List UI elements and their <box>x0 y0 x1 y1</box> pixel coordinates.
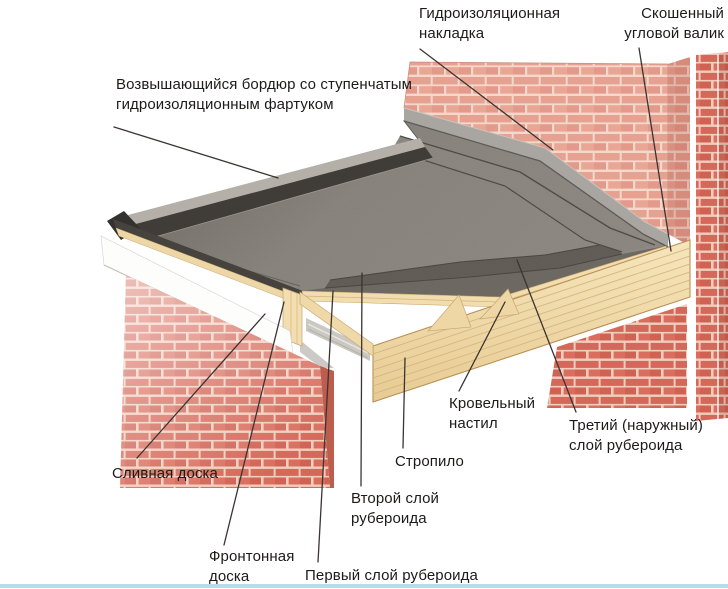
label-raised-border: Возвышающийся бордюр со ступенчатым гидр… <box>116 76 413 113</box>
leader-felt-layer-1 <box>317 290 334 563</box>
leader-raised-border <box>113 126 279 179</box>
leader-corner-fillet <box>638 47 672 252</box>
label-felt-layer-1: Первый слой рубероида <box>305 567 478 584</box>
fillet-seam-lower <box>391 149 623 253</box>
border-outer-face <box>113 138 425 228</box>
label-gable-board: Фронтонная доска <box>209 548 295 585</box>
label-roof-deck: Кровельный настил <box>449 395 536 432</box>
leader-lines <box>113 47 672 563</box>
label-felt-layer-2: Второй слой рубероида <box>351 490 440 527</box>
right-brick-pillar <box>696 52 728 421</box>
frame-rail <box>299 291 374 357</box>
rafter-beam <box>372 239 691 403</box>
corner-fillet-band <box>392 136 655 252</box>
front-pillar-wash <box>120 275 330 488</box>
flashing-bottom-edge <box>403 120 669 248</box>
eave-felt-band <box>113 219 306 300</box>
rafter-group <box>372 239 691 403</box>
label-felt-layer-3: Третий (наружный) слой рубероида <box>569 417 703 454</box>
ceiling-board-highlight <box>307 323 369 354</box>
leader-rafter <box>402 357 406 449</box>
leader-hydro-pad <box>419 48 554 151</box>
border-top-face <box>121 147 433 242</box>
leader-felt-layer-2 <box>360 272 363 487</box>
felt-layer1-band <box>302 246 666 297</box>
ceiling-board-shade <box>307 328 369 359</box>
framing-group <box>282 287 520 368</box>
leader-roof-deck <box>458 301 506 392</box>
brace-2 <box>479 288 520 320</box>
front-pillar-group <box>100 235 334 488</box>
felt-layer2-band <box>325 243 622 288</box>
fillet-seam-upper <box>399 135 656 246</box>
felt-step-line-2 <box>329 242 611 281</box>
rear-wall-corner-side <box>668 57 690 246</box>
shadow-over-pillar <box>300 340 334 368</box>
lower-right-wall <box>547 304 687 408</box>
rear-wall-group <box>403 52 728 421</box>
felt-step-line-1 <box>324 253 623 289</box>
flashing-top-edge <box>403 107 669 235</box>
ceiling-board-patch <box>306 318 370 361</box>
right-brick-pillar-shade <box>718 52 728 419</box>
label-drip-board: Сливная доска <box>112 465 218 482</box>
leader-drip-board <box>136 313 266 459</box>
leader-felt-layer-3 <box>516 259 577 413</box>
bottom-rule <box>0 584 728 588</box>
brace-1 <box>427 294 472 332</box>
label-rafter: Стропило <box>395 453 464 470</box>
label-hydro-pad: Гидроизоляционная накладка <box>419 5 561 42</box>
label-corner-fillet: Скошенный угловой валик <box>624 5 724 42</box>
leader-gable-board <box>223 301 285 546</box>
rear-wall-corner-side-shade <box>668 57 690 246</box>
flashing-band <box>404 108 668 247</box>
front-pillar-side <box>320 366 334 488</box>
border-inner-edge <box>136 157 434 243</box>
flashing-group <box>403 107 669 248</box>
rafter-grain <box>372 247 691 395</box>
